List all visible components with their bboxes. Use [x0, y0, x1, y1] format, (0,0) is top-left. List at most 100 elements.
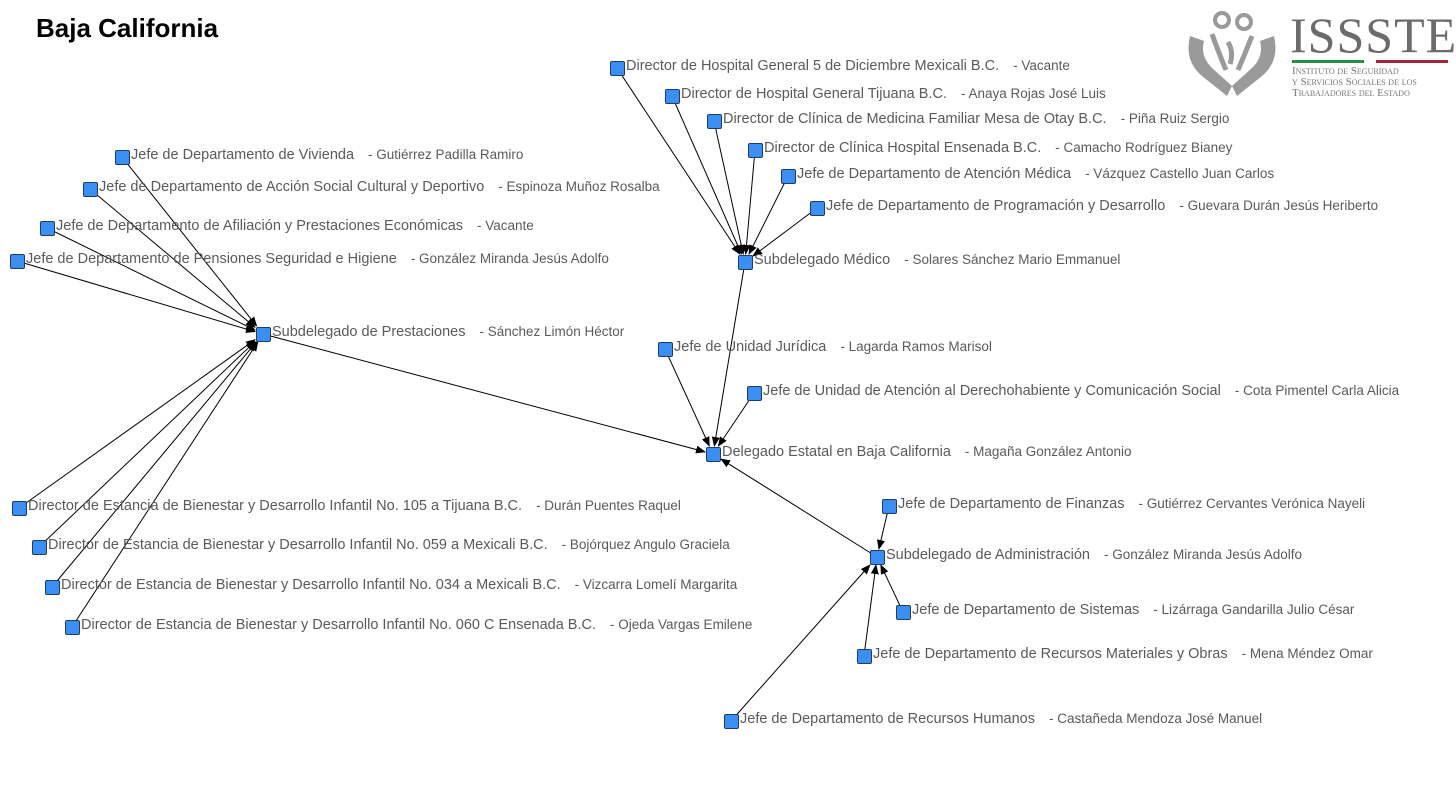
- position-title: Jefe de Departamento de Pensiones Seguri…: [26, 251, 397, 267]
- node-m5[interactable]: [781, 169, 796, 184]
- node-del[interactable]: [706, 447, 721, 462]
- person-name: - Solares Sánchez Mario Emmanuel: [904, 252, 1121, 267]
- edge-a3-to-sa: [863, 564, 879, 657]
- node-sm[interactable]: [738, 255, 753, 270]
- person-name: - Gutiérrez Padilla Ramiro: [368, 147, 524, 162]
- node-a4[interactable]: [724, 714, 739, 729]
- edge-m1-to-sm: [616, 67, 741, 255]
- edge-m6-to-sm: [752, 207, 818, 257]
- position-title: Director de Hospital General Tijuana B.C…: [681, 86, 947, 102]
- node-label: Jefe de Departamento de Pensiones Seguri…: [26, 251, 609, 267]
- node-label: Director de Estancia de Bienestar y Desa…: [81, 617, 752, 633]
- node-m6[interactable]: [810, 201, 825, 216]
- position-title: Director de Clínica Hospital Ensenada B.…: [764, 140, 1042, 156]
- node-sp[interactable]: [256, 327, 271, 342]
- node-label: Jefe de Departamento de Finanzas - Gutiér…: [898, 496, 1365, 512]
- node-label: Director de Clínica Hospital Ensenada B.…: [764, 140, 1232, 156]
- node-label: Subdelegado Médico- Solares Sánchez Mari…: [754, 252, 1120, 268]
- node-a2[interactable]: [896, 605, 911, 620]
- edge-uj-to-del: [664, 348, 710, 447]
- person-name: - Durán Puentes Raquel: [536, 498, 681, 513]
- person-name: - Guevara Durán Jesús Heriberto: [1179, 198, 1379, 213]
- position-title: Jefe de Unidad de Atención al Derechohab…: [763, 383, 1221, 399]
- edge-sa-to-del: [720, 458, 878, 558]
- node-label: Director de Estancia de Bienestar y Desa…: [61, 577, 737, 593]
- node-a3[interactable]: [857, 649, 872, 664]
- node-label: Director de Estancia de Bienestar y Desa…: [48, 537, 730, 553]
- position-title: Jefe de Departamento de Afiliación y Pre…: [56, 218, 464, 234]
- node-p3[interactable]: [40, 221, 55, 236]
- person-name: - Magaña González Antonio: [964, 444, 1132, 459]
- edge-p1-to-sp: [121, 156, 258, 327]
- person-name: - Ojeda Vargas Emilene: [610, 617, 753, 632]
- position-title: Jefe de Departamento de Recursos Materia…: [873, 646, 1228, 662]
- position-title: Jefe de Departamento de Sistemas: [912, 602, 1140, 618]
- person-name: - Vacante: [477, 218, 534, 233]
- node-label: Director de Hospital General Tijuana B.C…: [681, 86, 1106, 102]
- person-name: - Vizcarra Lomelí Margarita: [574, 577, 738, 592]
- node-label: Jefe de Departamento de Acción Social Cu…: [99, 179, 660, 195]
- position-title: Director de Estancia de Bienestar y Desa…: [61, 577, 561, 593]
- position-title: Delegado Estatal en Baja California: [722, 444, 951, 460]
- node-p5[interactable]: [12, 501, 27, 516]
- person-name: - Mena Méndez Omar: [1241, 646, 1373, 661]
- person-name: - Gutiérrez Cervantes Verónica Nayeli: [1138, 496, 1366, 511]
- person-name: - González Miranda Jesús Adolfo: [410, 251, 609, 266]
- edge-sp-to-del: [262, 333, 706, 454]
- person-name: - Sánchez Limón Héctor: [479, 324, 625, 339]
- node-label: Jefe de Departamento de Vivienda- Gutiér…: [131, 147, 523, 163]
- edge-p4-to-sp: [16, 260, 256, 333]
- person-name: - Piña Ruiz Sergio: [1120, 111, 1230, 126]
- person-name: - Bojórquez Angulo Graciela: [561, 537, 730, 552]
- person-name: - González Miranda Jesús Adolfo: [1103, 547, 1303, 562]
- node-label: Director de Clínica de Medicina Familiar…: [723, 111, 1229, 127]
- position-title: Director de Hospital General 5 de Diciem…: [626, 58, 1000, 74]
- node-a1[interactable]: [882, 499, 897, 514]
- position-title: Jefe de Departamento de Atención Médica: [797, 166, 1072, 182]
- node-label: Subdelegado de Administración- González …: [886, 547, 1302, 563]
- edge-m5-to-sm: [748, 175, 789, 255]
- position-title: Director de Clínica de Medicina Familiar…: [723, 111, 1107, 127]
- edge-m3-to-sm: [713, 120, 746, 255]
- edge-a4-to-sa: [730, 564, 871, 722]
- node-label: Jefe de Departamento de Sistemas- Lizárr…: [912, 602, 1354, 618]
- node-p7[interactable]: [45, 580, 60, 595]
- node-p8[interactable]: [65, 620, 80, 635]
- edge-m4-to-sm: [742, 149, 756, 255]
- person-name: - Vacante: [1013, 58, 1070, 73]
- edge-a2-to-sa: [880, 564, 904, 613]
- node-p1[interactable]: [115, 150, 130, 165]
- node-m2[interactable]: [665, 89, 680, 104]
- node-m4[interactable]: [748, 143, 763, 158]
- page-title: Baja California: [36, 13, 219, 43]
- person-name: - Vázquez Castello Juan Carlos: [1085, 166, 1275, 181]
- node-label: Jefe de Unidad de Atención al Derechohab…: [763, 383, 1399, 399]
- node-label: Jefe de Departamento de Recursos Humanos…: [740, 711, 1262, 727]
- node-sa[interactable]: [870, 550, 885, 565]
- edge-p2-to-sp: [89, 188, 256, 328]
- position-title: Director de Estancia de Bienestar y Desa…: [48, 537, 548, 553]
- node-label: Jefe de Departamento de Afiliación y Pre…: [56, 218, 534, 234]
- hands-family-icon: [1188, 11, 1276, 96]
- edge-p7-to-sp: [51, 341, 257, 588]
- position-title: Director de Estancia de Bienestar y Desa…: [81, 617, 597, 633]
- node-label: Director de Hospital General 5 de Diciem…: [626, 58, 1070, 74]
- node-ua[interactable]: [747, 386, 762, 401]
- person-name: - Lagarda Ramos Marisol: [840, 339, 992, 354]
- node-label: Jefe de Departamento de Recursos Materia…: [873, 646, 1373, 662]
- edge-p3-to-sp: [46, 227, 256, 331]
- node-m1[interactable]: [610, 61, 625, 76]
- edge-m2-to-sm: [671, 95, 742, 255]
- person-name: - Camacho Rodríguez Bianey: [1055, 140, 1233, 155]
- position-title: Jefe de Departamento de Finanzas: [898, 496, 1125, 512]
- person-name: - Castañeda Mendoza José Manuel: [1049, 711, 1263, 726]
- node-p2[interactable]: [83, 182, 98, 197]
- edge-p8-to-sp: [71, 341, 259, 628]
- node-p6[interactable]: [32, 540, 47, 555]
- node-m3[interactable]: [707, 114, 722, 129]
- logo-subtitle: Instituto de Seguridad y Servicios Socia…: [1292, 65, 1417, 99]
- node-uj[interactable]: [658, 342, 673, 357]
- node-p4[interactable]: [10, 254, 25, 269]
